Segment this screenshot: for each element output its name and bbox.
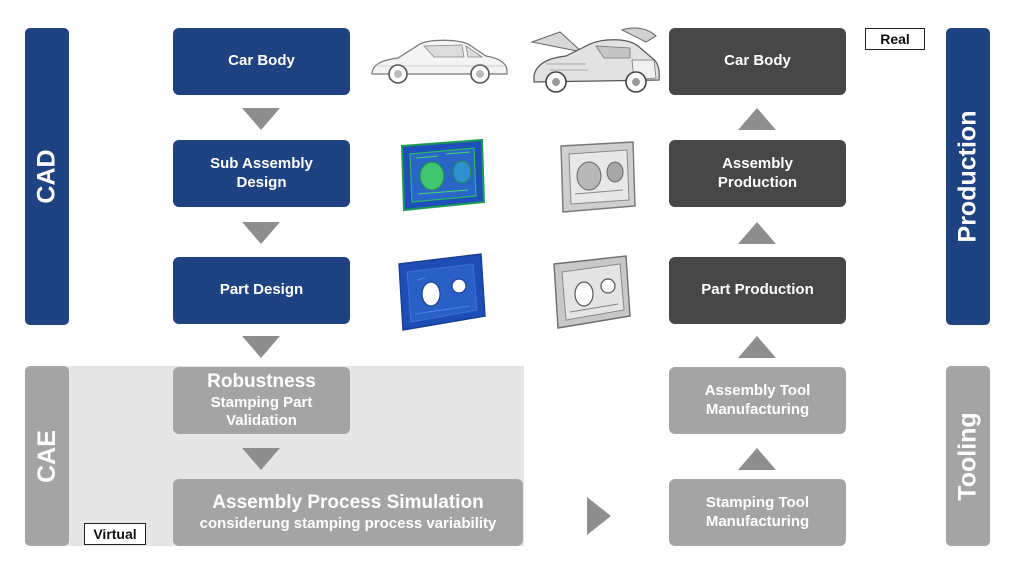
assembly-production-line1: Assembly: [722, 154, 793, 172]
arrow-up-3: [738, 336, 776, 358]
robustness-line2: Stamping Part: [210, 393, 313, 411]
real-tag-text: Real: [880, 31, 910, 47]
arrow-down-4: [242, 448, 280, 470]
simulation-title: Assembly Process Simulation: [212, 492, 484, 514]
cae-label: CAE: [32, 429, 61, 483]
subassembly-cad-model: [400, 138, 486, 212]
assembly-tool-box: Assembly Tool Manufacturing: [669, 367, 846, 434]
assembly-production-line2: Production: [717, 173, 798, 191]
tooling-sidebar: Tooling: [946, 366, 990, 546]
robustness-title: Robustness: [207, 370, 316, 392]
production-label: Production: [953, 110, 982, 243]
sub-assembly-line2: Design: [236, 173, 287, 191]
virtual-tag-text: Virtual: [93, 526, 137, 542]
assembly-tool-line2: Manufacturing: [705, 400, 810, 418]
robustness-line3: Validation: [226, 412, 297, 430]
car-body-photo: [530, 27, 660, 93]
part-photo: [553, 255, 631, 329]
sub-assembly-line1: Sub Assembly: [210, 154, 313, 172]
virtual-tag: Virtual: [84, 523, 146, 545]
arrow-right: [587, 497, 611, 535]
cad-sidebar: CAD: [25, 28, 69, 325]
car-wireframe-image: [371, 39, 508, 84]
arrow-up-2: [738, 222, 776, 244]
assembly-simulation-box: Assembly Process Simulation considerung …: [173, 479, 523, 546]
arrow-down-3: [242, 336, 280, 358]
stamping-tool-box: Stamping Tool Manufacturing: [669, 479, 846, 546]
subassembly-photo: [560, 141, 636, 213]
arrow-down-1: [242, 108, 280, 130]
stamping-tool-line2: Manufacturing: [705, 512, 810, 530]
production-sidebar: Production: [946, 28, 990, 325]
production-car-body-text: Car Body: [724, 52, 791, 70]
cad-label: CAD: [32, 149, 61, 204]
sub-assembly-design-box: Sub Assembly Design: [173, 140, 350, 207]
arrow-down-2: [242, 222, 280, 244]
robustness-box: Robustness Stamping Part Validation: [173, 367, 350, 434]
production-car-body-box: Car Body: [669, 28, 846, 95]
stamping-tool-line1: Stamping Tool: [705, 493, 810, 511]
assembly-production-box: Assembly Production: [669, 140, 846, 207]
tooling-label: Tooling: [953, 411, 982, 501]
cad-car-body-text: Car Body: [228, 52, 295, 70]
part-design-text: Part Design: [219, 281, 304, 299]
cae-sidebar: CAE: [25, 366, 69, 546]
part-cad-model: [398, 253, 486, 331]
part-design-box: Part Design: [173, 257, 350, 324]
simulation-subtitle: considerung stamping process variability: [199, 515, 497, 532]
part-production-box: Part Production: [669, 257, 846, 324]
part-production-text: Part Production: [701, 281, 814, 299]
arrow-up-1: [738, 108, 776, 130]
assembly-tool-line1: Assembly Tool: [704, 381, 811, 399]
cad-car-body-box: Car Body: [173, 28, 350, 95]
arrow-up-4: [738, 448, 776, 470]
real-tag: Real: [865, 28, 925, 50]
